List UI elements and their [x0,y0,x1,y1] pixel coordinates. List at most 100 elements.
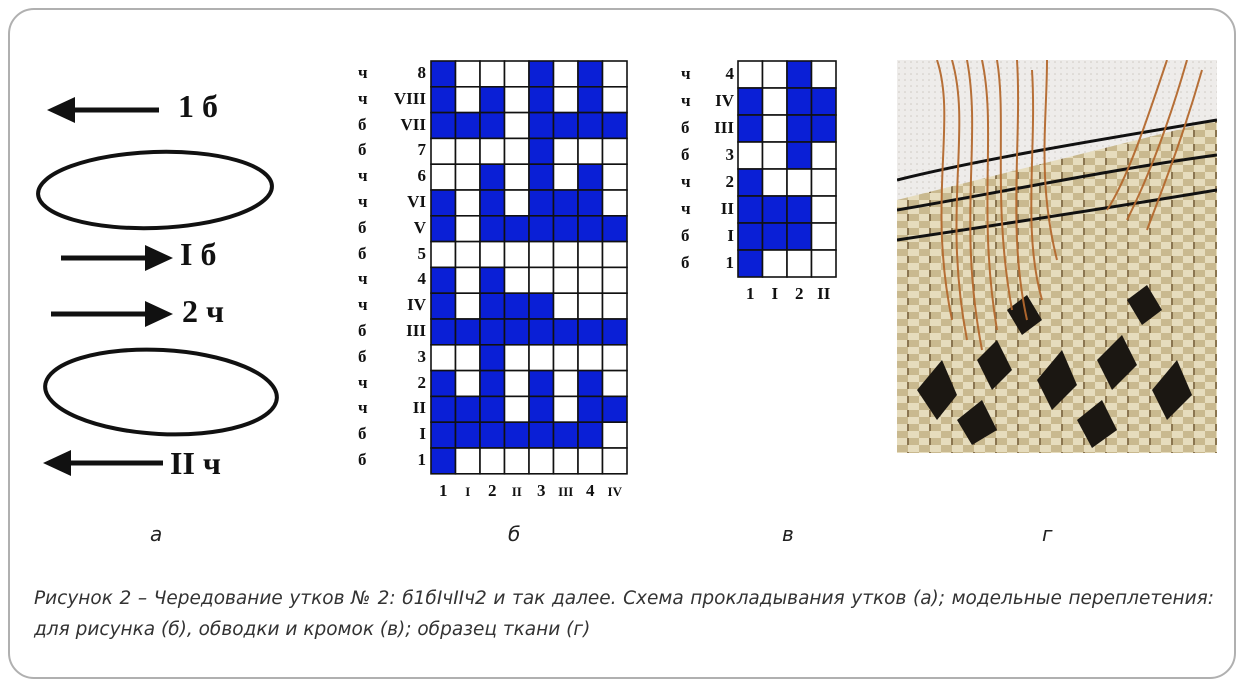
grid-b-cell [430,240,457,269]
grid-b-col-label: 3 [537,480,546,500]
grid-b-cell [503,215,530,243]
grid-b-cell [430,292,457,320]
grid-c-row-code: б [681,252,690,272]
grid-b-cell [503,292,530,320]
grid-b-row-code: б [358,114,367,134]
grid-c-row-code: ч [681,90,691,110]
grid-c-cell [786,87,813,116]
grid-b-row-code: ч [358,269,368,289]
grid-b-cell [577,266,604,294]
grid-b-col-label: 2 [488,480,497,500]
grid-c-cell [737,141,764,170]
arrow-3-label: 2 ч [182,293,225,329]
grid-b-col-label: IV [607,483,622,499]
grid-b-cell [430,189,457,217]
grid-b-cell [528,111,555,140]
grid-b-cell [430,60,457,88]
grid-b-cell [454,369,481,398]
grid-b-cell [479,447,506,475]
grid-b-cell [479,421,506,449]
grid-b-cell [454,163,481,191]
weft-loop-lower [43,347,279,437]
grid-b-row-code: б [358,424,367,444]
grid-b-cell [528,292,555,320]
grid-b-row-code: б [358,449,367,469]
grid-b-cell [552,266,579,294]
grid-b-row-number: 3 [417,346,427,366]
grid-b-row-code: б [358,346,367,366]
grid-b-cell [601,421,628,449]
grid-b-row-number: 1 [417,449,427,469]
grid-b-cell [601,60,628,88]
grid-c-cell [786,222,813,251]
grid-c-cell [786,141,813,170]
grid-b-cell [503,369,530,398]
fabric-sample-photo [897,60,1217,453]
grid-b-cell [577,292,604,320]
grid-b-cell [454,111,481,140]
grid-b-cell [577,343,604,372]
grid-c-cell [810,87,837,116]
grid-c-row-number: 2 [725,171,735,191]
grid-c-col-label: II [817,284,831,303]
grid-b-cell [601,369,628,398]
grid-c-row-code: ч [681,63,691,83]
grid-b-cell [479,163,506,191]
grid-b-cell [454,318,481,346]
grid-c-row-code: б [681,225,690,245]
grid-b-cell [503,189,530,217]
grid-b-cell [577,137,604,166]
grid-b-row-number: III [406,320,426,340]
grid-b-row-number: I [419,424,426,444]
grid-b-cell [601,215,628,243]
grid-b-cell [528,60,555,88]
grid-b-cell [503,318,530,346]
grid-c-cell [786,195,813,224]
grid-c-cell [786,114,813,143]
grid-b-cell [577,369,604,398]
grid-c-cell [761,141,788,170]
grid-b-cell [601,292,628,320]
grid-b-row-code: ч [358,62,368,82]
grid-b-cell [552,318,579,346]
grid-b-cell [528,369,555,398]
grid-b-cell [454,137,481,166]
grid-c-row-number: 4 [725,63,735,83]
grid-b-cell [430,447,457,475]
grid-c-cell [761,60,788,89]
grid-b-cell [503,395,530,423]
panel-b-letter: б [508,522,521,546]
grid-b-cell [454,421,481,449]
grid-b-cell [479,60,506,88]
grid-b-cell [528,215,555,243]
grid-b-cell [552,240,579,269]
grid-b-cell [528,421,555,449]
grid-b-cell [430,343,457,372]
grid-b-cell [601,163,628,191]
grid-b-row-code: ч [358,166,368,186]
arrow-2-label: I б [180,236,217,272]
grid-b-cell [528,163,555,191]
grid-b-cell [503,447,530,475]
grid-b-col-label: 4 [586,480,595,500]
grid-c-row-number: IV [715,90,734,110]
grid-b-cell [601,137,628,166]
grid-b-cell [552,215,579,243]
arrow-1-label: 1 б [178,88,218,124]
weave-grid-b [430,60,628,475]
grid-c-cell [810,60,837,89]
grid-c-row-number: II [720,198,734,218]
grid-b-cell [479,292,506,320]
grid-b-row-code: ч [358,191,368,211]
grid-b-cell [601,266,628,294]
grid-b-cell [552,292,579,320]
grid-b-row-code: ч [358,398,368,418]
grid-c-row-code: ч [681,198,691,218]
grid-b-cell [503,266,530,294]
arrow-4-label: II ч [170,445,221,481]
grid-c-cell [810,249,837,278]
grid-b-cell [454,395,481,423]
grid-b-cell [503,111,530,140]
grid-b-cell [552,111,579,140]
grid-b-cell [577,447,604,475]
